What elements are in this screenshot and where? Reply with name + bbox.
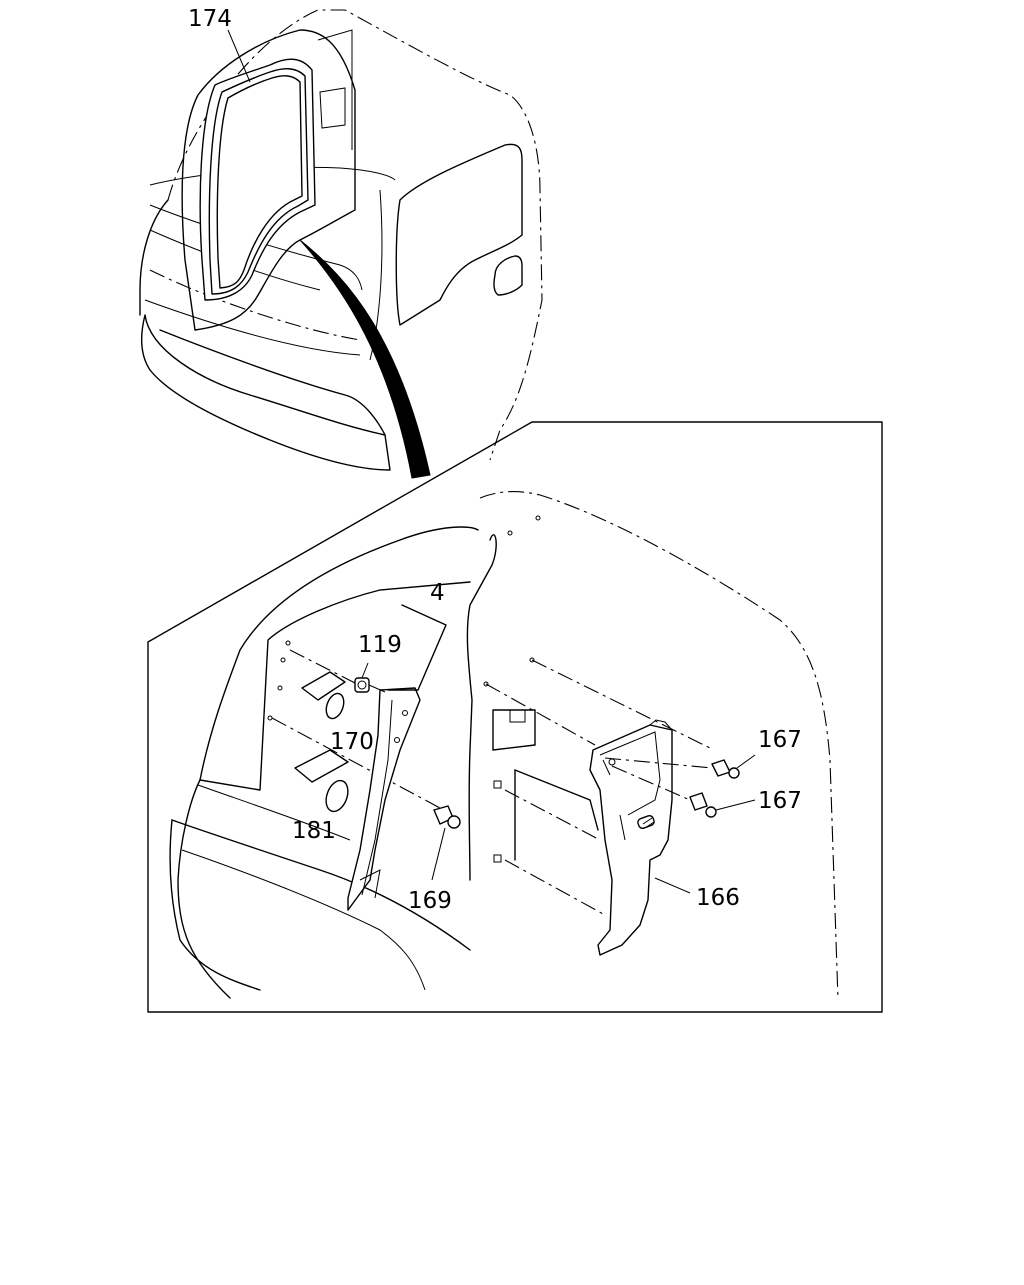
callout-167-lower: 167 [758,788,802,814]
fastener-167-upper [604,754,756,779]
callout-169: 169 [408,888,452,914]
fastener-167-lower [611,765,756,818]
detail-arrow [299,239,431,479]
cab-overview [139,9,543,471]
callout-181: 181 [292,818,336,844]
callout-170: 170 [330,729,374,755]
callout-119: 119 [358,632,402,658]
clip-169 [431,805,461,881]
panel-166 [589,719,673,956]
callout-167-upper: 167 [758,727,802,753]
callout-4: 4 [430,580,445,606]
callout-174: 174 [188,6,232,32]
clip-119 [354,662,386,693]
detail-view [147,29,883,1013]
callout-166: 166 [696,885,740,911]
